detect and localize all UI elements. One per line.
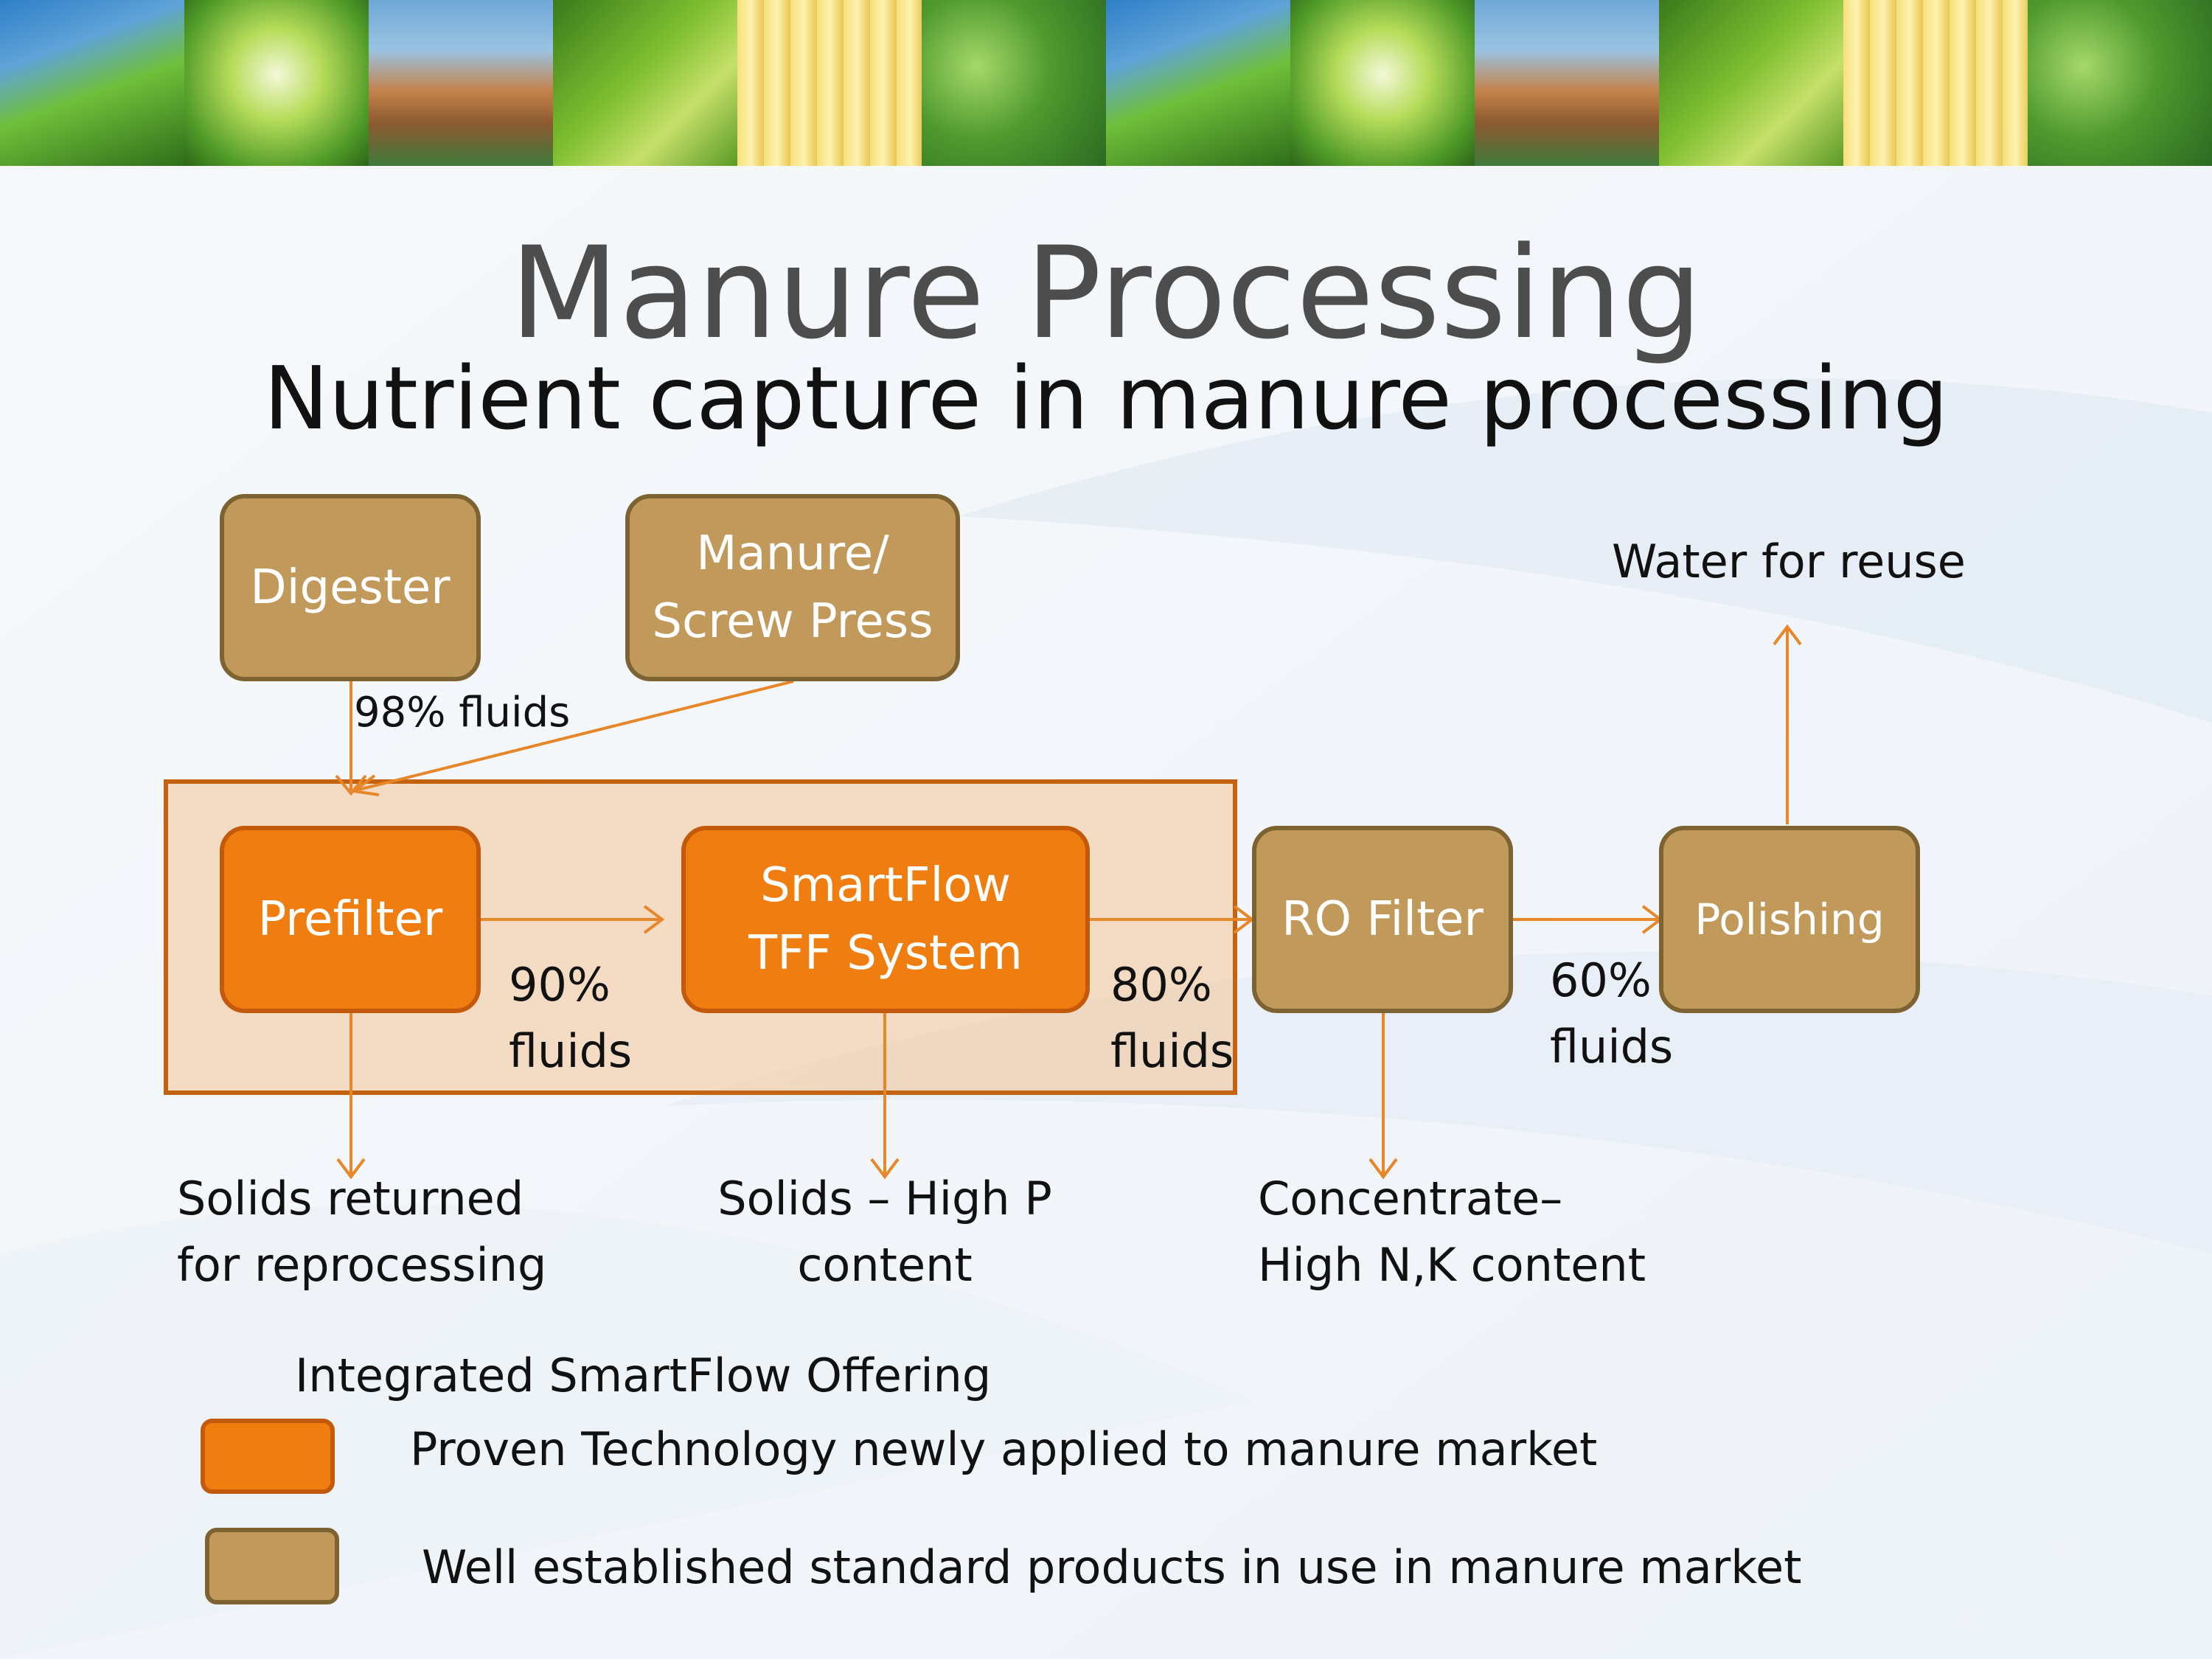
manure-label: Manure/ bbox=[696, 526, 889, 581]
smartflow-tff-box: SmartFlow TFF System bbox=[681, 826, 1090, 1013]
corn-photo bbox=[1843, 0, 2028, 166]
rocky-coast-photo bbox=[369, 0, 553, 166]
prefilter-label: Prefilter bbox=[257, 892, 443, 947]
ro-filter-label: RO Filter bbox=[1281, 892, 1484, 947]
ro-filter-box: RO Filter bbox=[1252, 826, 1513, 1013]
output-solids-returned-line2: for reprocessing bbox=[177, 1238, 547, 1292]
arrowhead bbox=[336, 1158, 366, 1180]
polishing-label: Polishing bbox=[1694, 894, 1885, 945]
output-water-for-reuse: Water for reuse bbox=[1612, 535, 1966, 588]
polishing-box: Polishing bbox=[1659, 826, 1920, 1013]
digester-box: Digester bbox=[220, 494, 481, 681]
rocky-coast-photo bbox=[1475, 0, 1659, 166]
output-concentrate-line2: High N,K content bbox=[1258, 1238, 1646, 1292]
page-title: Manure Processing bbox=[509, 219, 1703, 367]
page-subtitle: Nutrient capture in manure processing bbox=[263, 347, 1949, 449]
flower-photo bbox=[1290, 0, 1475, 166]
screw-press-label: Screw Press bbox=[652, 594, 933, 649]
flow-label-80-percent: 80% bbox=[1110, 958, 1212, 1012]
flower-photo bbox=[184, 0, 369, 166]
tff-system-label: TFF System bbox=[748, 926, 1023, 981]
leaf-photo bbox=[1106, 0, 1290, 166]
arrowhead bbox=[349, 774, 380, 796]
arrow-manure-to-prefilter bbox=[355, 680, 794, 792]
lettuce-photo bbox=[2028, 0, 2212, 166]
output-solids-high-p-line2: content bbox=[797, 1238, 973, 1292]
corn-photo bbox=[737, 0, 922, 166]
output-solids-returned-line1: Solids returned bbox=[177, 1172, 524, 1225]
output-solids-high-p-line1: Solids – High P bbox=[717, 1172, 1052, 1225]
green-leaf-photo bbox=[1659, 0, 1843, 166]
arrowhead bbox=[1773, 624, 1802, 646]
output-concentrate-line1: Concentrate– bbox=[1258, 1172, 1563, 1225]
arrowhead bbox=[870, 1158, 900, 1180]
legend-label-new-tech: Proven Technology newly applied to manur… bbox=[410, 1422, 1598, 1476]
flow-label-60-fluids: fluids bbox=[1550, 1020, 1674, 1074]
flow-label-60-percent: 60% bbox=[1550, 953, 1652, 1007]
arrowhead bbox=[335, 774, 367, 796]
legend-label-established: Well established standard products in us… bbox=[422, 1540, 1802, 1594]
flow-label-90-fluids: fluids bbox=[509, 1024, 633, 1078]
legend-swatch-established bbox=[205, 1528, 339, 1604]
leaf-photo bbox=[0, 0, 184, 166]
flow-label-90-percent: 90% bbox=[509, 958, 611, 1012]
legend-swatch-new-tech bbox=[201, 1419, 335, 1494]
green-leaf-photo bbox=[553, 0, 737, 166]
lettuce-photo bbox=[922, 0, 1106, 166]
smartflow-label: SmartFlow bbox=[760, 858, 1011, 913]
prefilter-box: Prefilter bbox=[220, 826, 481, 1013]
legend-heading: Integrated SmartFlow Offering bbox=[295, 1349, 992, 1402]
manure-screw-press-box: Manure/ Screw Press bbox=[625, 494, 960, 681]
flow-label-98-fluids: 98% fluids bbox=[354, 689, 571, 737]
arrowhead bbox=[643, 905, 665, 934]
arrowhead bbox=[1368, 1158, 1398, 1180]
photo-banner bbox=[0, 0, 2212, 166]
flow-label-80-fluids: fluids bbox=[1110, 1024, 1234, 1078]
digester-label: Digester bbox=[250, 560, 451, 615]
